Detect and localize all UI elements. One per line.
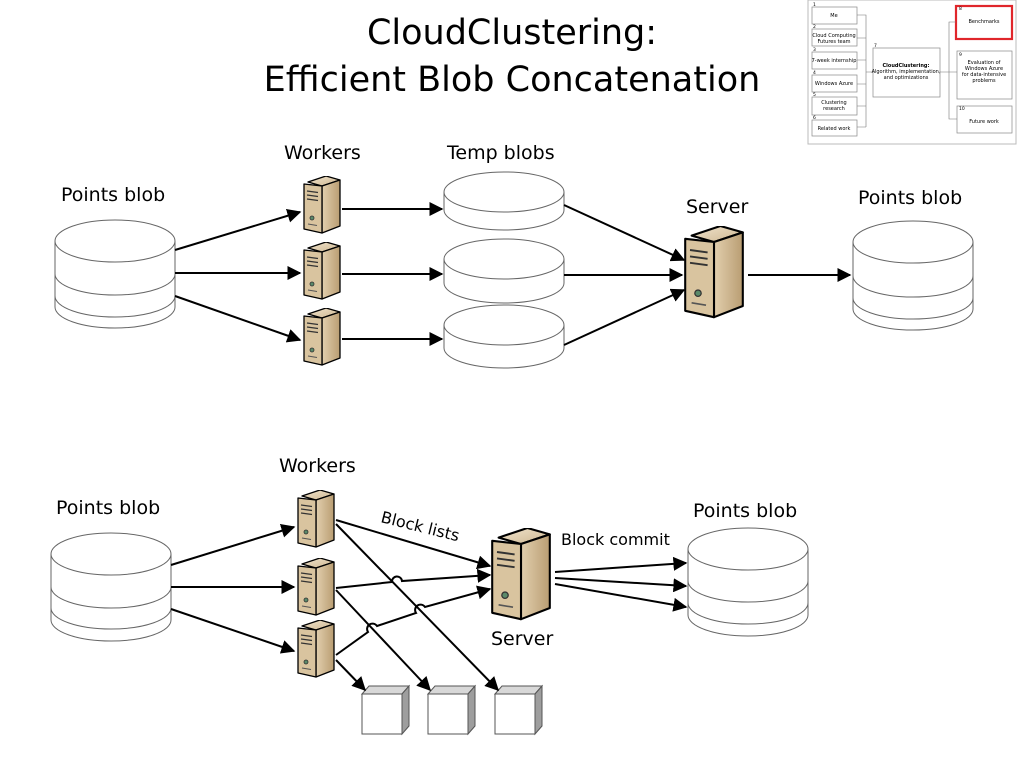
- thumb-node-cc-2: Algorithm, implementation,: [872, 69, 941, 75]
- thumb-node-azure: Windows Azure: [815, 81, 853, 87]
- top-points-blob-out-label: Points blob: [858, 187, 962, 209]
- thumb-node-cloud-1: Cloud Computing: [812, 33, 855, 39]
- thumb-node-eval-4: problems: [972, 78, 996, 84]
- top-input-blob: [54, 219, 176, 329]
- top-temp-blobs-label: Temp blobs: [446, 142, 555, 164]
- top-temp-blob-1: [443, 171, 565, 231]
- bottom-worker-2-icon: [297, 558, 335, 616]
- slide-title: CloudClustering: Efficient Blob Concaten…: [200, 10, 824, 104]
- roadmap-highlight: [954, 4, 1014, 41]
- bottom-points-blob-in-label: Points blob: [56, 497, 160, 519]
- top-temp-blob-2: [443, 238, 565, 304]
- bottom-input-blob: [50, 532, 172, 642]
- top-temp-blob-3: [443, 304, 565, 369]
- thumb-num-9: 9: [959, 52, 962, 58]
- block-2-icon: [426, 684, 477, 736]
- top-points-blob-in-label: Points blob: [61, 184, 165, 206]
- block-1-icon: [360, 684, 411, 736]
- bottom-arrows: [170, 519, 688, 692]
- top-worker-1-icon: [303, 176, 341, 234]
- bottom-points-blob-out-label: Points blob: [693, 500, 797, 522]
- block-3-icon: [493, 684, 544, 736]
- block-lists-label: Block lists: [379, 507, 461, 545]
- thumb-node-eval-1: Evaluation of: [968, 60, 1001, 66]
- thumb-num-6: 6: [813, 115, 816, 121]
- roadmap-thumbnail: 1 2 3 4 5 6 7 8 9 10 Me Cloud Computing …: [807, 0, 1017, 145]
- thumb-num-3: 3: [813, 47, 816, 53]
- thumb-node-cloud-2: Futures team: [817, 39, 850, 45]
- thumb-node-clustering-2: research: [823, 106, 845, 112]
- thumb-num-1: 1: [813, 2, 816, 8]
- thumb-num-5: 5: [813, 92, 816, 98]
- thumb-num-10: 10: [959, 106, 965, 112]
- thumb-node-eval-3: for data-intensive: [962, 72, 1006, 78]
- thumb-node-benchmarks: Benchmarks: [968, 19, 999, 25]
- thumb-num-7: 7: [874, 43, 877, 49]
- block-commit-label: Block commit: [561, 530, 670, 549]
- thumb-node-eval-2: Windows Azure: [965, 66, 1003, 72]
- thumb-node-cc-3: and optimizations: [884, 75, 929, 81]
- bottom-worker-3-icon: [297, 620, 335, 678]
- thumb-node-me: Me: [830, 13, 837, 19]
- bottom-worker-1-icon: [297, 490, 335, 548]
- thumb-node-related: Related work: [818, 126, 851, 132]
- thumb-node-future: Future work: [969, 119, 999, 125]
- top-workers-label: Workers: [284, 142, 361, 164]
- bottom-server-icon: [491, 528, 551, 621]
- thumb-node-clustering-1: Clustering: [821, 100, 846, 106]
- thumb-num-2: 2: [813, 24, 816, 30]
- top-worker-3-icon: [303, 308, 341, 366]
- thumb-num-8: 8: [959, 6, 962, 12]
- thumb-node-internship: 7-week internship: [812, 58, 857, 64]
- bottom-workers-label: Workers: [279, 455, 356, 477]
- slide-title-line-1: CloudClustering:: [366, 13, 658, 53]
- bottom-server-label: Server: [491, 628, 553, 650]
- top-arrows: [174, 202, 852, 346]
- slide-title-line-2: Efficient Blob Concatenation: [263, 60, 761, 100]
- bottom-diagram: Points blob Workers Block lists Block co…: [50, 455, 809, 736]
- bottom-output-blob: [687, 527, 809, 637]
- top-server-icon: [684, 226, 744, 319]
- thumb-num-4: 4: [813, 70, 816, 76]
- top-output-blob: [852, 220, 974, 331]
- top-worker-2-icon: [303, 242, 341, 300]
- top-diagram: Points blob Workers Temp blobs Server Po…: [54, 142, 974, 369]
- thumb-node-cc-1: CloudClustering:: [883, 63, 930, 69]
- top-server-label: Server: [686, 196, 748, 218]
